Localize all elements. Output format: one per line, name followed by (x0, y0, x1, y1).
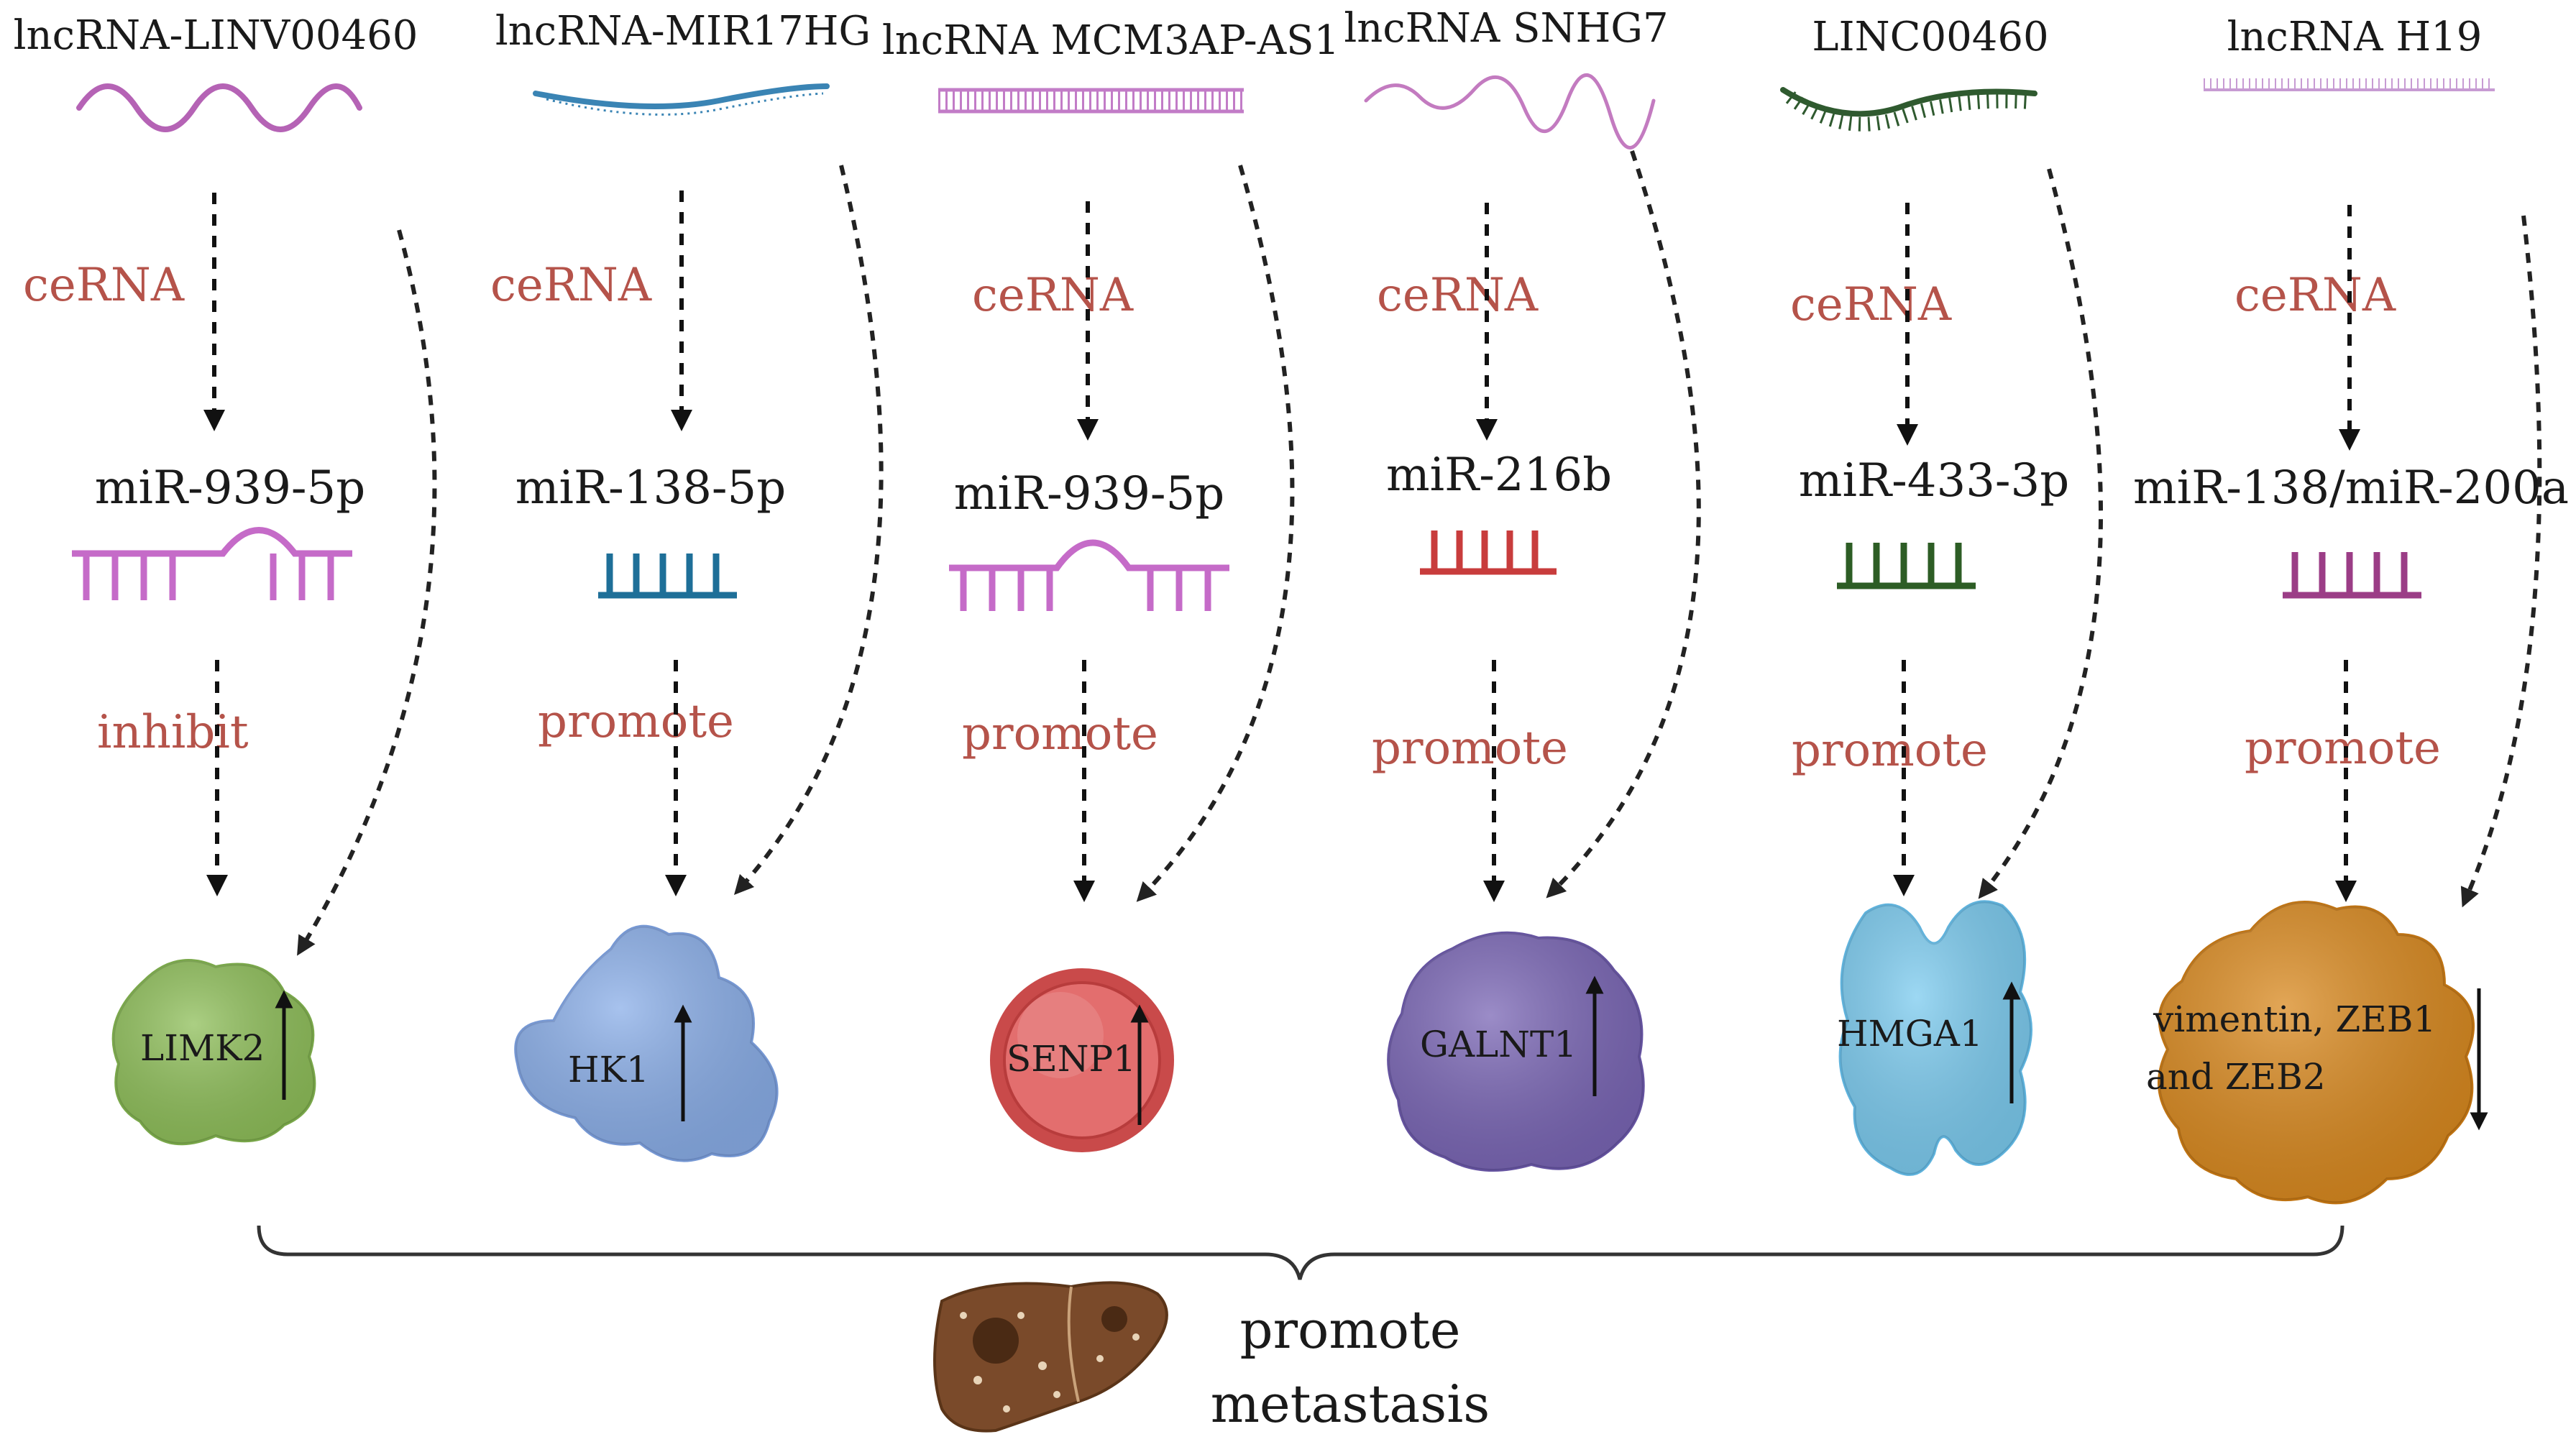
lncrna-label: lncRNA-MIR17HG (495, 8, 871, 55)
liver-icon (933, 1281, 1168, 1433)
relation-cerna-label: ceRNA (2234, 269, 2396, 322)
relation-label: promote (962, 707, 1158, 761)
protein-sphere-icon (990, 968, 1174, 1152)
target-label: LIMK2 (140, 1027, 265, 1069)
protein-blob-icon (2158, 901, 2475, 1205)
mirna-label: miR-138/miR-200a (2133, 461, 2569, 515)
mirna-stem-icon (2283, 552, 2421, 599)
mirna-label: miR-939-5p (95, 461, 365, 515)
target-label: HMGA1 (1837, 1013, 1983, 1055)
lncrna-label: lncRNA H19 (2227, 14, 2483, 60)
lncrna-label: LINC00460 (1812, 14, 2048, 60)
lncrna-strand-icon (2204, 78, 2495, 91)
protein-dimer-icon (1838, 900, 2032, 1176)
column-1: lncRNA-LINV00460 ceRNA miR-939-5p inhibi… (14, 12, 437, 1146)
target-label: HK1 (568, 1049, 649, 1090)
relation-cerna-label: ceRNA (1790, 278, 1952, 331)
lncrna-strand-icon (76, 83, 362, 132)
target-label-line2: and ZEB2 (2146, 1056, 2326, 1098)
lncrna-strand-icon (938, 88, 1244, 114)
direct-effect-arrow (297, 229, 437, 956)
outcome-label-line2: metastasis (1211, 1374, 1490, 1434)
mirna-stem-icon (598, 553, 737, 599)
relation-cerna-label: ceRNA (1377, 269, 1539, 322)
lncrna-strand-icon (533, 83, 830, 116)
mirna-stem-icon (1837, 543, 1976, 589)
column-4: lncRNA SNHG7 ceRNA miR-216b promote GALN… (1344, 5, 1701, 1172)
outcome-label-line1: promote (1239, 1300, 1460, 1360)
protein-blob-icon (514, 924, 779, 1162)
direct-effect-arrow (734, 165, 884, 896)
relation-label: promote (1372, 722, 1568, 775)
direct-effect-arrow (1978, 168, 2103, 899)
grouping-brace (257, 1225, 2344, 1280)
relation-label: promote (538, 695, 734, 748)
lncrna-strand-icon (1780, 87, 2038, 132)
lncrna-label: lncRNA-LINV00460 (14, 12, 418, 59)
lncrna-strand-icon (1364, 73, 1656, 150)
target-label: SENP1 (1007, 1038, 1136, 1080)
mirna-stem-icon (1420, 530, 1557, 575)
lncrna-label: lncRNA SNHG7 (1344, 5, 1668, 52)
direct-effect-arrow (2460, 215, 2542, 908)
lncrna-label: lncRNA MCM3AP-AS1 (882, 17, 1339, 64)
column-6: lncRNA H19 ceRNA miR-138/miR-200a promot… (2133, 14, 2569, 1205)
target-label-line1: vimentin, ZEB1 (2153, 998, 2436, 1040)
column-2: lncRNA-MIR17HG ceRNA miR-138-5p promote … (490, 8, 884, 1162)
direct-effect-arrow (1546, 150, 1701, 899)
column-3: lncRNA MCM3AP-AS1 ceRNA miR-939-5p promo… (882, 17, 1339, 1152)
direct-effect-arrow (1136, 165, 1295, 902)
protein-blob-icon (1387, 931, 1645, 1172)
relation-label: inhibit (97, 706, 249, 759)
mirna-label: miR-939-5p (954, 467, 1224, 520)
relation-cerna-label: ceRNA (490, 259, 652, 312)
relation-label: promote (2245, 722, 2441, 775)
column-5: LINC00460 ceRNA miR-433-3p promote HMGA1 (1780, 14, 2103, 1176)
mirna-bulge-icon (949, 539, 1229, 611)
relation-cerna-label: ceRNA (972, 269, 1134, 322)
protein-blob-icon (111, 959, 316, 1146)
relation-cerna-label: ceRNA (23, 259, 185, 312)
target-label: GALNT1 (1420, 1024, 1577, 1065)
mirna-label: miR-216b (1386, 449, 1612, 502)
mirna-label: miR-433-3p (1799, 454, 2069, 507)
relation-label: promote (1792, 724, 1988, 777)
mirna-bulge-icon (72, 527, 352, 600)
mirna-label: miR-138-5p (515, 461, 786, 515)
